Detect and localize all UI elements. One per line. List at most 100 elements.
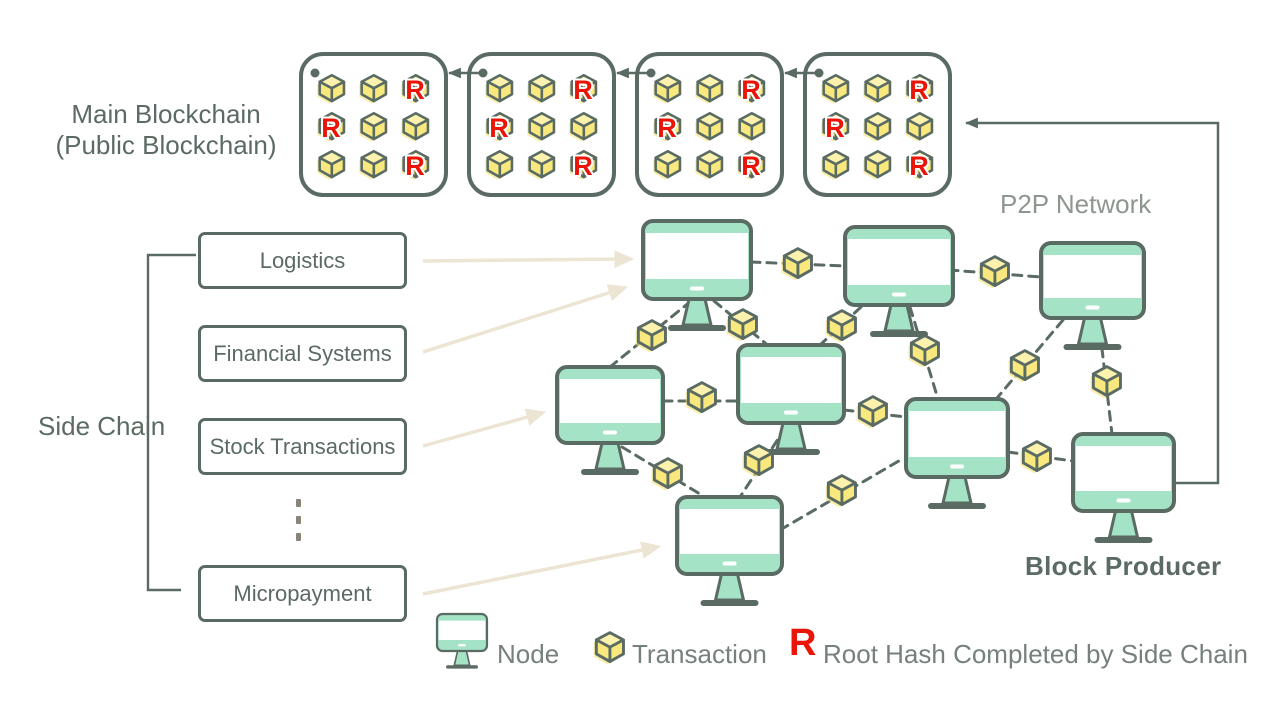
monitor-screen (741, 357, 841, 403)
monitor-stand (941, 475, 973, 505)
root-hash-r: R (909, 75, 929, 105)
monitor-button (603, 430, 617, 435)
monitor-screen (909, 411, 1005, 457)
side-chain-box-micropayment: Micropayment (198, 565, 407, 622)
side-chain-label: Side Chain (38, 411, 166, 441)
p2p-edge (818, 305, 863, 347)
transaction-cube (977, 255, 1010, 290)
node-monitor (675, 495, 784, 606)
title-line2: (Public Blockchain) (55, 130, 277, 160)
node-monitor (904, 397, 1010, 509)
transaction-cube (824, 309, 857, 344)
monitor-base (928, 503, 986, 509)
legend-transaction-cube (592, 631, 625, 666)
root-hash-r: R (573, 151, 593, 181)
transaction-cube (1089, 365, 1122, 400)
legend-root-hash-label: Root Hash Completed by Side Chain (823, 639, 1248, 669)
ellipsis-dots (296, 499, 301, 541)
monitor-base (1094, 537, 1153, 543)
transaction-cube (1007, 349, 1040, 384)
transaction-cube (725, 308, 758, 343)
side-chain-bracket (146, 253, 196, 592)
block-producer-label: Block Producer (1025, 551, 1222, 581)
side-chain-box-label: Stock Transactions (209, 433, 396, 459)
monitor-screen (1044, 255, 1141, 298)
node-monitor (1039, 241, 1146, 350)
monitor-screen (646, 233, 748, 279)
monitor-stand (681, 297, 713, 327)
monitor-base (1063, 344, 1122, 350)
root-hash-r: R (489, 113, 509, 143)
legend-r-symbol: R (789, 622, 817, 664)
monitor-base (700, 600, 759, 606)
monitor-stand (1107, 509, 1140, 539)
side-chain-box-label: Logistics (259, 247, 346, 273)
legend-transaction-label: Transaction (632, 639, 767, 669)
node-monitor (641, 219, 753, 331)
monitor-screen (848, 239, 950, 285)
transaction-cube (741, 444, 774, 479)
monitor-stand (453, 650, 471, 667)
monitor-button (1085, 305, 1100, 310)
monitor-button (458, 644, 466, 647)
monitor-stand (594, 441, 626, 471)
p2p-edge (947, 268, 1043, 279)
legend-node-label: Node (497, 639, 560, 669)
root-hash-r: R (909, 151, 929, 181)
monitor-button (1116, 498, 1131, 503)
monitor-base (870, 331, 928, 337)
side-chain-box-financial-systems: Financial Systems (198, 325, 407, 382)
monitor-screen (680, 509, 779, 554)
side-chain-box-label: Micropayment (233, 580, 372, 606)
transaction-cube (634, 319, 667, 354)
blockchain-block: R R R (635, 52, 784, 197)
monitor-screen (438, 620, 486, 640)
monitor-screen (1076, 446, 1171, 491)
side-chain-input-arrow (422, 408, 547, 448)
side-chain-input-arrow (422, 541, 662, 596)
node-monitor (843, 225, 955, 337)
root-hash-r: R (405, 151, 425, 181)
blockchain-block: R R R (299, 52, 448, 197)
root-hash-r: R (825, 113, 845, 143)
node-monitor (736, 343, 846, 455)
side-chain-input-arrow (422, 250, 635, 269)
root-hash-r: R (741, 151, 761, 181)
transaction-cube (855, 395, 888, 430)
monitor-stand (775, 421, 807, 451)
root-hash-r: R (657, 113, 677, 143)
monitor-button (690, 286, 704, 291)
root-hash-r: R (573, 75, 593, 105)
transaction-cube (780, 247, 813, 282)
monitor-button (784, 410, 798, 415)
node-monitor (435, 612, 489, 669)
monitor-base (581, 469, 639, 475)
block-corner-dot (310, 68, 320, 78)
monitor-base (668, 325, 726, 331)
monitor-screen (560, 379, 660, 423)
blockchain-block: R R R (803, 52, 952, 197)
root-hash-r: R (405, 75, 425, 105)
root-hash-r: R (321, 113, 341, 143)
side-chain-box-stock-transactions: Stock Transactions (198, 418, 407, 475)
transaction-cube (684, 381, 717, 416)
transaction-cube (907, 334, 940, 369)
monitor-stand (713, 572, 746, 602)
main-blockchain-title: Main Blockchain (Public Blockchain) (40, 99, 292, 161)
side-chain-box-logistics: Logistics (198, 232, 407, 289)
block-producer-feedback-arrow (964, 117, 1220, 485)
transaction-cube (650, 457, 683, 492)
monitor-button (892, 292, 906, 297)
title-line1: Main Blockchain (71, 99, 261, 129)
transaction-cube (1019, 440, 1052, 475)
side-chain-box-label: Financial Systems (213, 340, 392, 366)
blockchain-block: R R R (467, 52, 616, 197)
monitor-stand (883, 303, 915, 333)
p2p-edge (984, 318, 1065, 413)
root-hash-r: R (741, 75, 761, 105)
monitor-stand (1076, 316, 1109, 346)
side-chain-input-arrow (422, 284, 629, 354)
monitor-button (722, 561, 737, 566)
